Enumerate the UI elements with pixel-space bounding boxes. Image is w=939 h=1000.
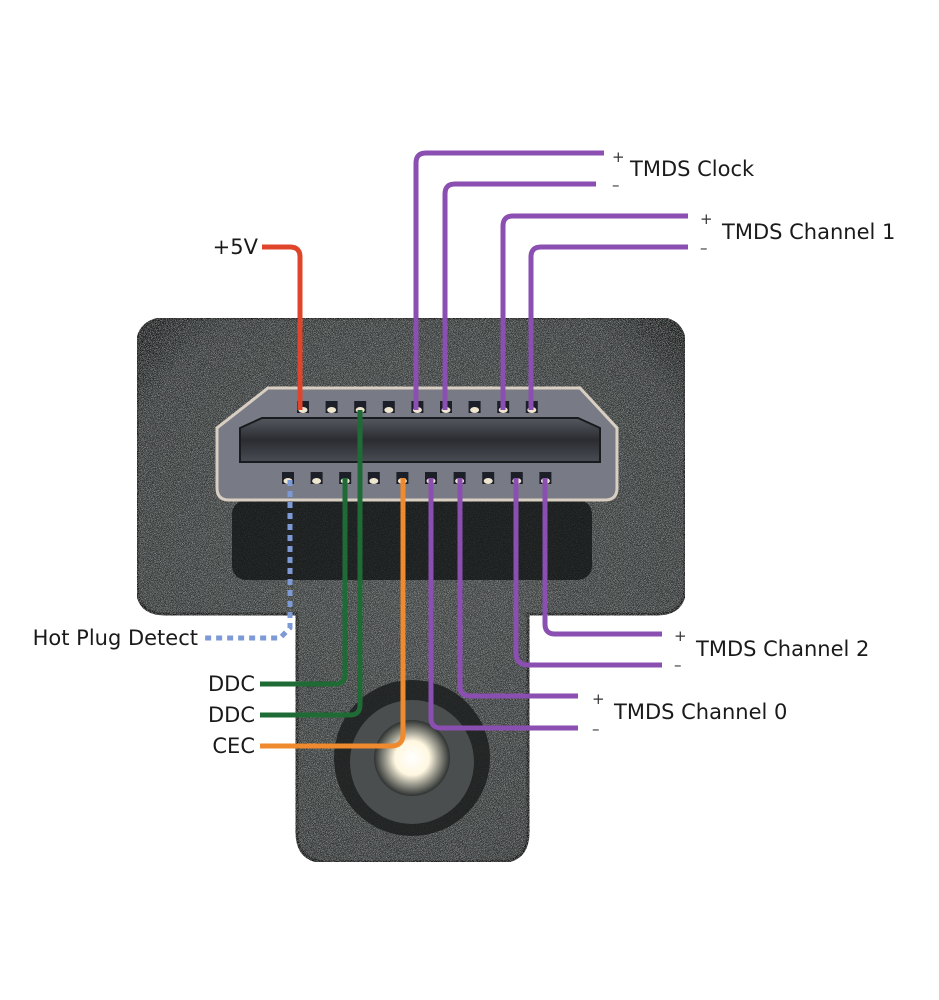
wire-hot-plug-detect — [204, 480, 293, 641]
labels: +5V + – TMDS Clock + – TMDS Channel 1 + … — [33, 148, 896, 758]
bottom-row-pin — [310, 472, 323, 484]
sign-ch1-plus: + — [700, 210, 713, 228]
label-tmds-channel-1: TMDS Channel 1 — [721, 220, 895, 244]
top-row-pin — [382, 401, 395, 413]
signal-wires — [204, 150, 688, 749]
connector-body — [135, 316, 687, 864]
sign-ch0-plus: + — [592, 690, 605, 708]
label-ddc-2: DDC — [208, 703, 255, 727]
bottom-row-pin — [367, 472, 380, 484]
top-row-pin — [468, 401, 481, 413]
label-cec: CEC — [212, 734, 255, 758]
bottom-row-pin — [482, 472, 495, 484]
label-tmds-channel-0: TMDS Channel 0 — [613, 700, 787, 724]
wire-power — [262, 244, 303, 410]
sign-ch1-minus: – — [700, 239, 708, 257]
stem-boss-inner — [374, 720, 450, 796]
top-row-pin — [325, 401, 338, 413]
wire-ddc-2 — [260, 478, 348, 687]
wire-tmds-clock-minus — [442, 181, 596, 410]
wire-tmds-ch1-minus — [528, 244, 688, 410]
label-tmds-clock: TMDS Clock — [629, 157, 755, 181]
receptacle-shadow — [232, 500, 592, 580]
sign-clock-minus: – — [612, 176, 620, 194]
label-tmds-channel-2: TMDS Channel 2 — [695, 637, 869, 661]
sign-ch2-plus: + — [674, 627, 687, 645]
wire-ddc-1 — [260, 410, 363, 718]
wire-tmds-clock-plus — [413, 150, 604, 410]
wire-cec — [260, 478, 406, 749]
sign-ch2-minus: – — [674, 656, 682, 674]
sign-clock-plus: + — [612, 148, 625, 166]
label-ddc-1: DDC — [208, 672, 255, 696]
wire-tmds-ch1-plus — [500, 213, 688, 410]
receptacle-cavity — [239, 417, 601, 463]
wire-tmds-ch0-minus — [428, 478, 578, 731]
sign-ch0-minus: – — [592, 720, 600, 738]
label-power: +5V — [213, 235, 259, 259]
wire-tmds-ch2-plus — [542, 478, 662, 637]
wire-tmds-ch2-minus — [513, 478, 662, 668]
wire-tmds-ch0-plus — [457, 478, 578, 699]
label-hot-plug-detect: Hot Plug Detect — [33, 626, 198, 650]
